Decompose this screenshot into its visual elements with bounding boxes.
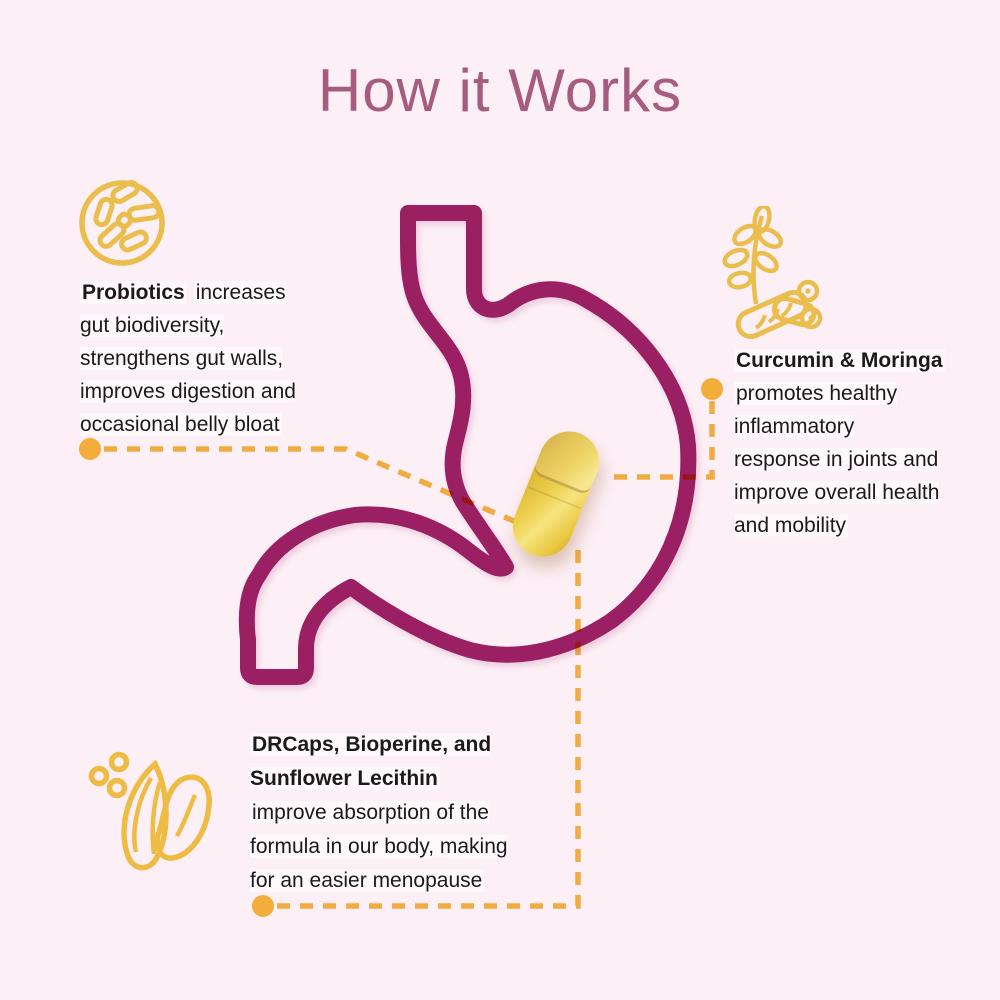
curcumin-body: promotes healthy inflammatory response i…	[734, 382, 940, 537]
absorption-heading: DRCaps, Bioperine, and Sunflower Lecithi…	[250, 733, 492, 790]
bacteria-circle-icon	[79, 180, 165, 266]
seed-right	[154, 774, 212, 861]
probiotics-heading: Probiotics	[80, 281, 187, 304]
absorption-connector	[277, 546, 581, 909]
probiotics-body: increases gut biodiversity, strengthens …	[80, 281, 296, 436]
curcumin-connector-dot	[701, 378, 723, 400]
page-title: How it Works	[317, 57, 683, 124]
absorption-body: improve absorption of the formula in our…	[250, 801, 508, 892]
curcumin-heading: Curcumin & Moringa	[734, 349, 945, 372]
absorption-connector-dot	[252, 895, 274, 917]
absorption-card: DRCaps, Bioperine, and Sunflower Lecithi…	[250, 728, 570, 898]
turmeric-moringa-icon	[722, 206, 823, 340]
curcumin-connector	[606, 401, 715, 480]
probiotics-connector-dot	[79, 438, 101, 460]
curcumin-card: Curcumin & Moringa promotes healthy infl…	[734, 344, 984, 542]
sunflower-seeds-icon	[88, 751, 212, 871]
probiotics-connector	[104, 446, 518, 525]
